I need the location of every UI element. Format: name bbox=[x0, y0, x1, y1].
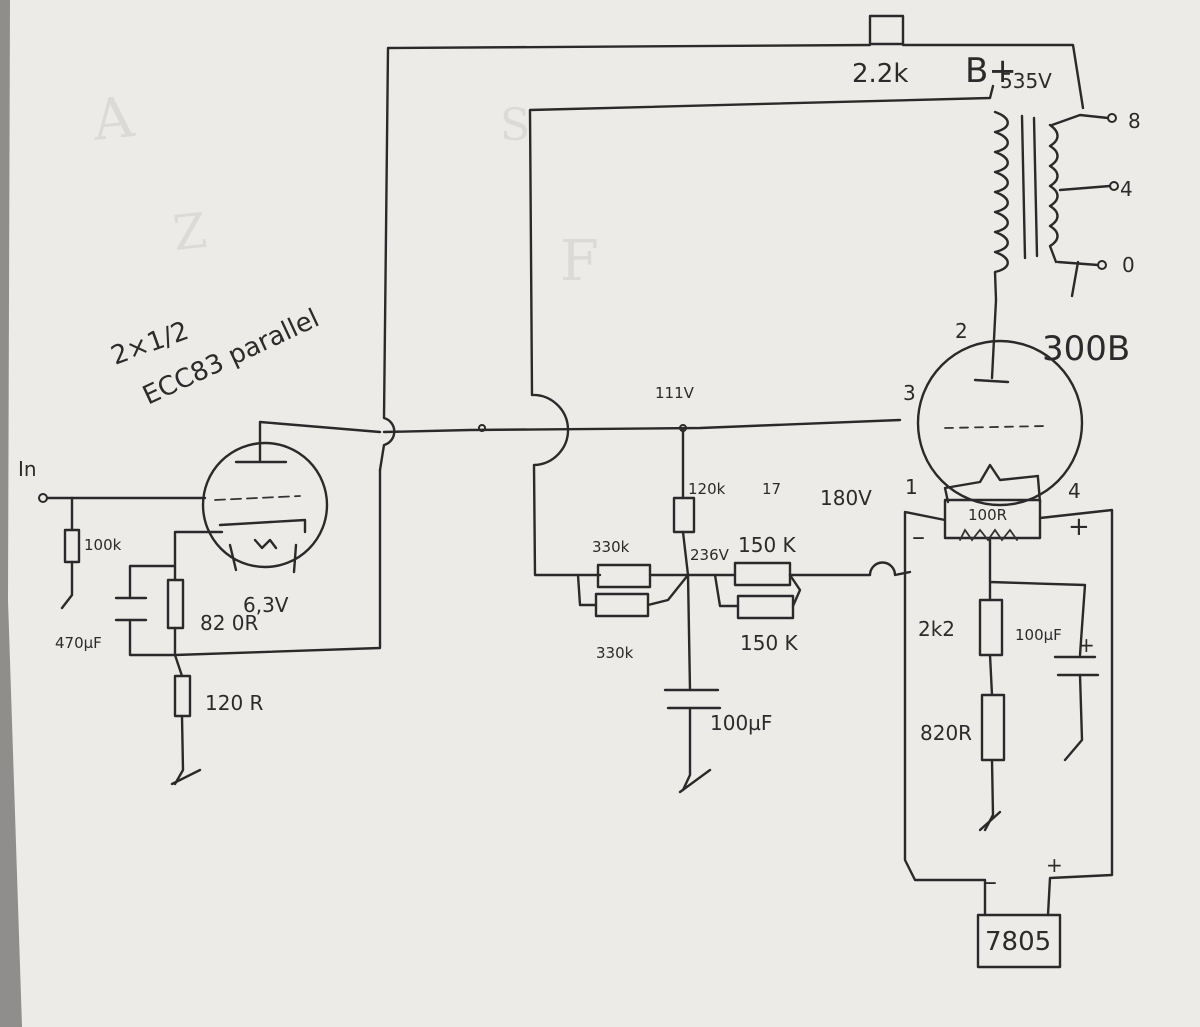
label-voltage-cathode: 180V bbox=[820, 486, 872, 510]
resistor-330k-top bbox=[596, 563, 652, 589]
bias-resistor-120k bbox=[672, 496, 696, 534]
label-series-resistor: 2.2k bbox=[852, 59, 908, 89]
label-bplus: B+ bbox=[965, 51, 1017, 91]
label-r-330-top: 330k bbox=[592, 538, 630, 556]
svg-text:A: A bbox=[89, 85, 138, 154]
label-input: In bbox=[18, 457, 37, 481]
label-voltage-grid: 111V bbox=[655, 384, 695, 402]
resistor-2k2 bbox=[978, 598, 1004, 657]
cathode-resistor-820 bbox=[166, 578, 185, 630]
parallel-330-wire bbox=[576, 573, 690, 607]
main-cap bbox=[663, 688, 722, 710]
cathode2-cap bbox=[1053, 655, 1100, 677]
tube1-envelope bbox=[201, 441, 329, 569]
label-cathode-resistor1: 82 0R bbox=[200, 611, 259, 635]
regulator-box bbox=[976, 913, 1062, 969]
label-pin-3: 3 bbox=[903, 381, 916, 405]
label-pin-2: 2 bbox=[955, 319, 968, 343]
tube1-grid bbox=[214, 495, 301, 501]
label-filament-minus: – bbox=[912, 522, 925, 552]
input-resistor bbox=[63, 528, 81, 564]
ghost-writing: A Z F S bbox=[89, 85, 599, 294]
label-cathode-cap: 470µF bbox=[55, 634, 102, 652]
transformer-core bbox=[1020, 114, 1039, 260]
label-tube2: 300B bbox=[1042, 329, 1130, 369]
tap-0 bbox=[1097, 260, 1107, 270]
label-out-4: 4 bbox=[1120, 177, 1133, 201]
tube2-grid bbox=[944, 425, 1046, 429]
tube2-envelope bbox=[916, 339, 1084, 507]
cathode-wire bbox=[128, 468, 382, 786]
label-regulator: 7805 bbox=[985, 927, 1051, 957]
series-resistor-2k2 bbox=[868, 14, 905, 46]
ground-2 bbox=[678, 768, 712, 794]
filament-pot-wiper bbox=[959, 528, 1018, 542]
label-r-150-bottom: 150 K bbox=[740, 631, 799, 655]
secondary-coil bbox=[1048, 123, 1059, 264]
label-r-grid-bias-note: 17 bbox=[762, 480, 781, 498]
label-cathode-resistor2: 120 R bbox=[205, 691, 264, 715]
feedback-wire-top bbox=[378, 43, 1085, 472]
label-voltage-node: 236V bbox=[690, 546, 730, 564]
label-r-2k2: 2k2 bbox=[918, 617, 955, 641]
tap-4 bbox=[1109, 181, 1119, 191]
grid-wire bbox=[382, 418, 902, 434]
label-r-150-top: 150 K bbox=[738, 533, 797, 557]
filament-supply-wire bbox=[903, 508, 1114, 917]
label-reg-plus: + bbox=[1046, 853, 1063, 877]
label-out-8: 8 bbox=[1128, 109, 1141, 133]
svg-text:Z: Z bbox=[170, 203, 209, 262]
cathode2-wire bbox=[983, 538, 1087, 832]
label-reg-minus: – bbox=[984, 867, 997, 897]
tube1-anode bbox=[234, 420, 382, 464]
svg-text:F: F bbox=[560, 229, 599, 294]
tap-8 bbox=[1107, 113, 1117, 123]
label-filament-pot: 100R bbox=[968, 506, 1007, 524]
secondary-taps bbox=[1050, 113, 1112, 298]
label-cap-cathode2: 100µF bbox=[1015, 626, 1062, 644]
tube1-heater bbox=[228, 538, 298, 574]
label-bplus-voltage: 535V bbox=[1000, 69, 1052, 93]
resistor-820r bbox=[980, 693, 1006, 762]
label-heater: 6,3V bbox=[243, 593, 289, 617]
primary-coil bbox=[993, 110, 1009, 302]
label-pin-4: 4 bbox=[1068, 479, 1081, 503]
label-input-resistor: 100k bbox=[84, 536, 122, 554]
parallel-150-wire bbox=[713, 573, 802, 608]
bplus-wire bbox=[528, 84, 995, 577]
label-out-0: 0 bbox=[1122, 253, 1135, 277]
cathode-resistor-120 bbox=[173, 674, 192, 718]
cathode-cap-470 bbox=[114, 596, 148, 622]
label-cap-main: 100µF bbox=[710, 711, 772, 735]
tube1-cathode bbox=[218, 518, 307, 534]
plate-wire bbox=[973, 298, 1010, 384]
node-dot-1 bbox=[478, 424, 486, 432]
label-r-820: 820R bbox=[920, 721, 972, 745]
svg-text:S: S bbox=[500, 100, 530, 151]
ground-1 bbox=[170, 768, 202, 786]
label-pin-1: 1 bbox=[905, 475, 918, 499]
label-r-330-bottom: 330k bbox=[596, 644, 634, 662]
label-cap-plus: + bbox=[1078, 633, 1095, 657]
paper bbox=[8, 0, 1200, 1027]
label-r-grid-bias: 120k bbox=[688, 480, 726, 498]
input-resistor-wire bbox=[60, 496, 74, 610]
ground-3 bbox=[978, 810, 1002, 832]
label-filament-plus: + bbox=[1068, 512, 1090, 542]
